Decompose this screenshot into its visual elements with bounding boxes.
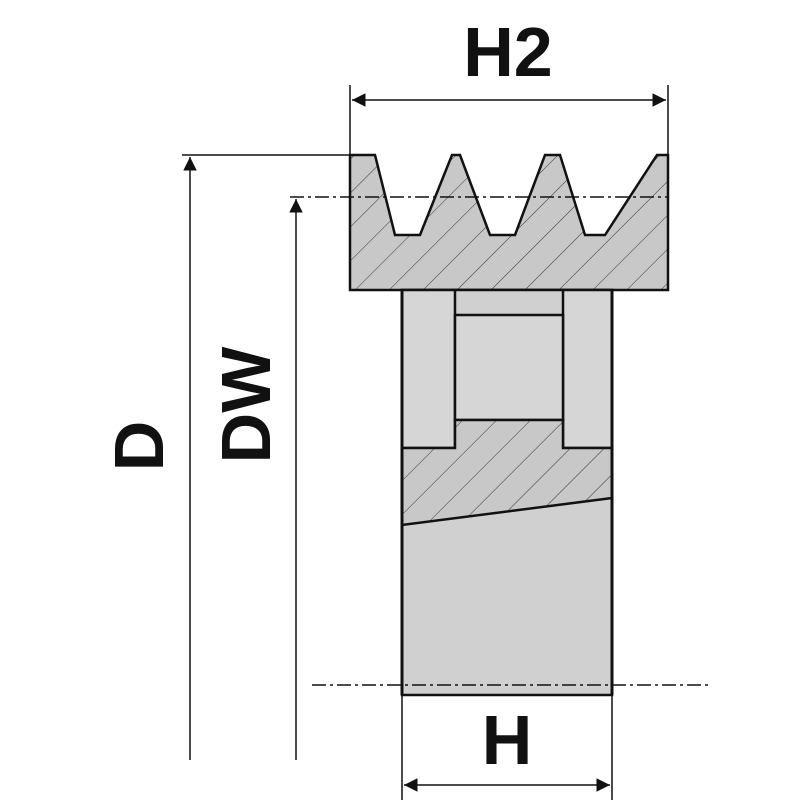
h2-label: H2	[463, 13, 552, 91]
h-label: H	[482, 701, 533, 779]
dw-label: DW	[207, 347, 285, 464]
left-keyway	[400, 288, 457, 450]
d-label: D	[100, 421, 178, 472]
bore-window	[453, 313, 565, 422]
right-keyway	[561, 288, 614, 450]
rim-section	[348, 153, 670, 292]
